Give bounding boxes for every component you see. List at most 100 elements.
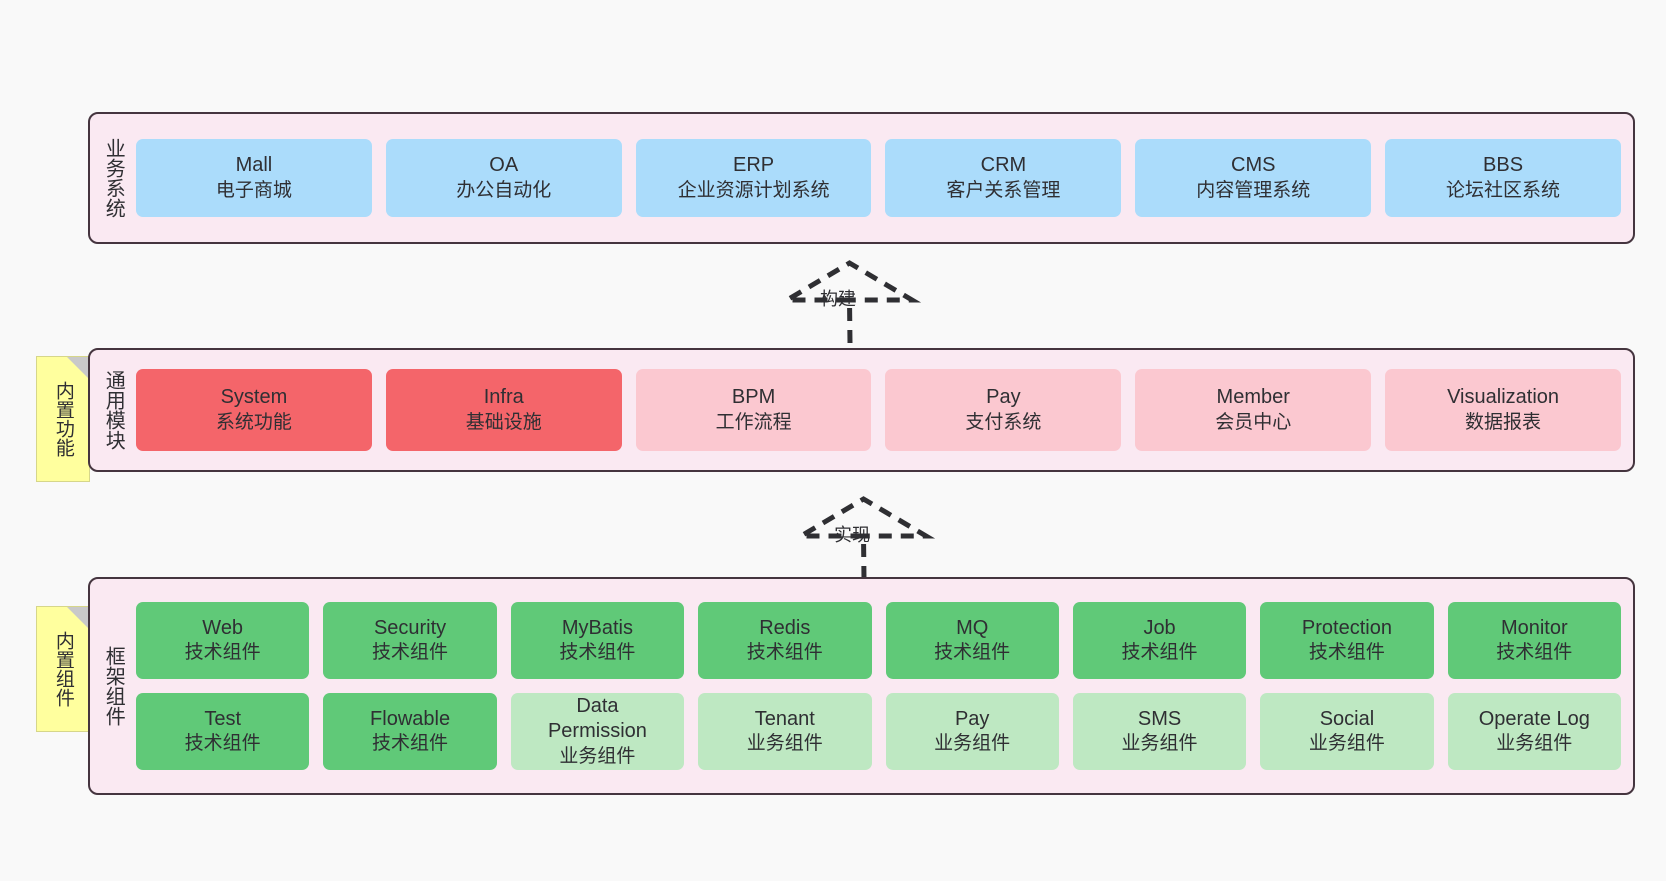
card-title: ERP [733, 154, 775, 177]
card-system[interactable]: System 系统功能 [136, 369, 372, 451]
card-title: Monitor [1500, 616, 1568, 639]
card-job[interactable]: Job 技术组件 [1072, 602, 1247, 679]
card-title: MyBatis [561, 616, 633, 639]
card-subtitle: 系统功能 [215, 411, 292, 433]
card-subtitle: 支付系统 [965, 411, 1042, 433]
card-title: Flowable [370, 707, 451, 730]
card-title: Redis [759, 616, 811, 639]
card-subtitle: 业务组件 [746, 733, 823, 755]
layer-title-framework: 框架组件 [102, 646, 125, 726]
card-member[interactable]: Member 会员中心 [1135, 369, 1372, 451]
sticky-note-text: 内置组件 [52, 631, 74, 707]
card-title: Protection [1301, 616, 1392, 639]
layer-framework-components: 框架组件 Web 技术组件 Security 技术组件 MyBatis 技术组件… [88, 577, 1635, 795]
card-bbs[interactable]: BBS 论坛社区系统 [1385, 139, 1621, 217]
card-erp[interactable]: ERP 企业资源计划系统 [635, 139, 872, 217]
card-row: System 系统功能 Infra 基础设施 BPM 工作流程 Pay 支付系统… [136, 369, 1621, 451]
card-subtitle: 会员中心 [1215, 411, 1292, 433]
card-title: OA [489, 154, 519, 177]
dashed-generalization-arrow-icon [791, 496, 936, 580]
card-title: BPM [731, 386, 776, 409]
card-title: System [220, 386, 288, 409]
card-title: Job [1143, 616, 1176, 639]
note-fold-icon [67, 607, 89, 629]
note-fold-icon [67, 357, 89, 379]
connector-build: 构建 [750, 250, 950, 350]
layer-body-framework: Web 技术组件 Security 技术组件 MyBatis 技术组件 Redi… [136, 579, 1633, 793]
card-bpm[interactable]: BPM 工作流程 [635, 369, 872, 451]
card-pay-component[interactable]: Pay 业务组件 [885, 693, 1059, 770]
layer-common-modules: 通用模块 System 系统功能 Infra 基础设施 BPM 工作流程 Pay… [88, 348, 1635, 472]
card-mq[interactable]: MQ 技术组件 [885, 602, 1059, 679]
connector-implement-label: 实现 [834, 525, 870, 545]
card-title: Pay [986, 386, 1021, 409]
card-title: Operate Log [1478, 707, 1590, 730]
card-oa[interactable]: OA 办公自动化 [385, 139, 622, 217]
card-crm[interactable]: CRM 客户关系管理 [885, 139, 1122, 217]
card-subtitle: 技术组件 [934, 642, 1011, 664]
card-sms[interactable]: SMS 业务组件 [1072, 693, 1247, 770]
card-subtitle: 业务组件 [934, 733, 1011, 755]
card-row: Mall 电子商城 OA 办公自动化 ERP 企业资源计划系统 CRM 客户关系… [136, 139, 1621, 217]
card-title: CRM [980, 154, 1027, 177]
card-subtitle: 办公自动化 [456, 179, 552, 201]
card-title: MQ [956, 616, 989, 639]
card-subtitle: 技术组件 [746, 642, 823, 664]
card-subtitle: 基础设施 [465, 411, 542, 433]
card-subtitle: 业务组件 [559, 745, 636, 767]
card-title: Tenant [754, 707, 815, 730]
card-subtitle: 技术组件 [1308, 642, 1385, 664]
card-subtitle: 论坛社区系统 [1446, 179, 1561, 201]
card-subtitle: 工作流程 [715, 411, 792, 433]
card-subtitle: 技术组件 [1496, 642, 1573, 664]
card-subtitle: 业务组件 [1496, 733, 1573, 755]
card-monitor[interactable]: Monitor 技术组件 [1447, 602, 1621, 679]
card-title: Social [1319, 707, 1375, 730]
card-title: Test [204, 707, 242, 730]
card-protection[interactable]: Protection 技术组件 [1260, 602, 1434, 679]
card-visualization[interactable]: Visualization 数据报表 [1385, 369, 1621, 451]
card-subtitle: 技术组件 [559, 642, 636, 664]
card-mybatis[interactable]: MyBatis 技术组件 [510, 602, 685, 679]
layer-body-business: Mall 电子商城 OA 办公自动化 ERP 企业资源计划系统 CRM 客户关系… [136, 114, 1633, 242]
card-cms[interactable]: CMS 内容管理系统 [1135, 139, 1372, 217]
card-tenant[interactable]: Tenant 业务组件 [698, 693, 872, 770]
card-title: Data Permission [547, 694, 647, 743]
card-subtitle: 业务组件 [1308, 733, 1385, 755]
card-subtitle: 客户关系管理 [946, 179, 1061, 201]
card-operate-log[interactable]: Operate Log 业务组件 [1447, 693, 1621, 770]
card-infra[interactable]: Infra 基础设施 [385, 369, 622, 451]
layer-title-business: 业务系统 [102, 138, 125, 218]
card-title: CMS [1231, 154, 1276, 177]
card-subtitle: 技术组件 [372, 733, 449, 755]
card-subtitle: 技术组件 [372, 642, 449, 664]
card-title: SMS [1137, 707, 1182, 730]
card-subtitle: 技术组件 [184, 642, 261, 664]
connector-implement: 实现 [764, 486, 964, 586]
card-subtitle: 内容管理系统 [1196, 179, 1311, 201]
card-subtitle: 技术组件 [184, 733, 261, 755]
card-title: Security [373, 616, 447, 639]
card-flowable[interactable]: Flowable 技术组件 [323, 693, 497, 770]
card-subtitle: 电子商城 [215, 179, 292, 201]
card-row-biz: Test 技术组件 Flowable 技术组件 Data Permission … [136, 693, 1621, 770]
card-subtitle: 业务组件 [1121, 733, 1198, 755]
card-title: BBS [1483, 154, 1524, 177]
card-data-permission[interactable]: Data Permission 业务组件 [510, 693, 685, 770]
card-test[interactable]: Test 技术组件 [136, 693, 310, 770]
card-security[interactable]: Security 技术组件 [323, 602, 497, 679]
card-mall[interactable]: Mall 电子商城 [136, 139, 372, 217]
dashed-generalization-arrow-icon [777, 260, 922, 344]
card-title: Pay [954, 707, 990, 730]
card-redis[interactable]: Redis 技术组件 [698, 602, 872, 679]
connector-build-label: 构建 [820, 289, 856, 309]
card-title: Web [202, 616, 244, 639]
card-subtitle: 技术组件 [1121, 642, 1198, 664]
layer-business-systems: 业务系统 Mall 电子商城 OA 办公自动化 ERP 企业资源计划系统 CRM… [88, 112, 1635, 244]
card-title: Member [1216, 386, 1290, 409]
card-pay-module[interactable]: Pay 支付系统 [885, 369, 1122, 451]
card-title: Visualization [1447, 386, 1560, 409]
card-social[interactable]: Social 业务组件 [1260, 693, 1434, 770]
card-web[interactable]: Web 技术组件 [136, 602, 310, 679]
